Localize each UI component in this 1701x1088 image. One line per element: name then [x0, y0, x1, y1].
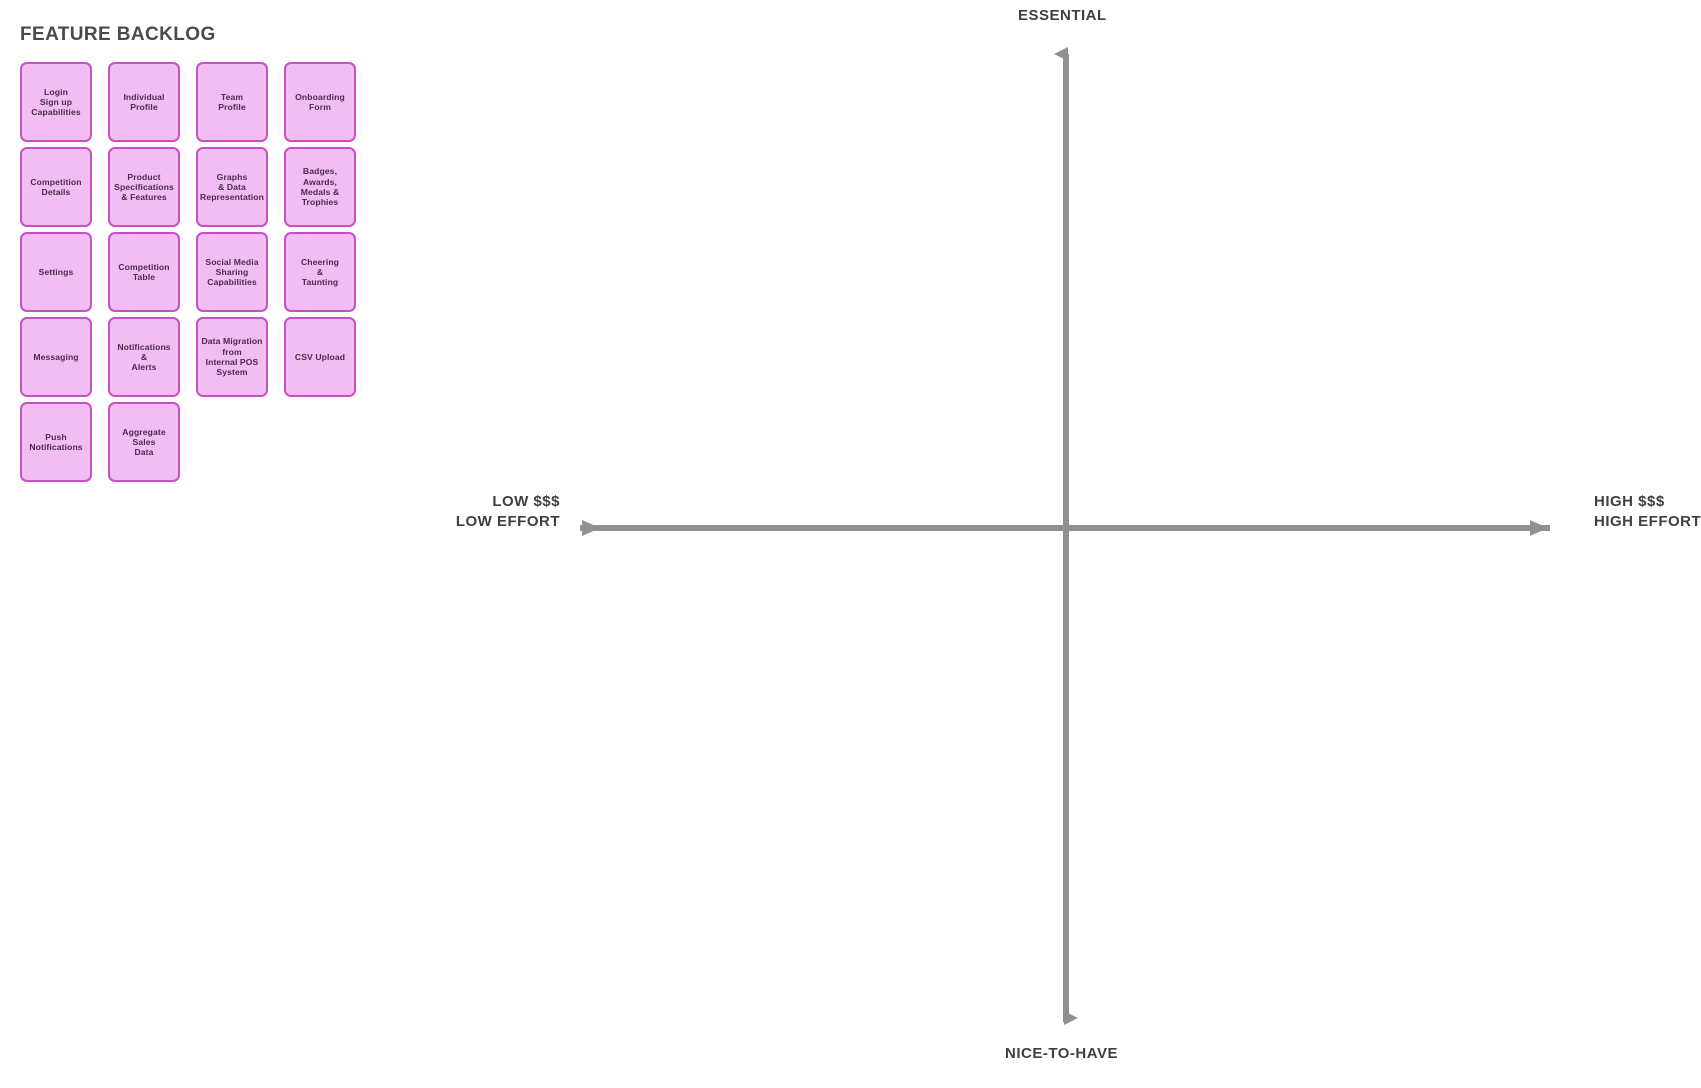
backlog-card[interactable]: Badges, Awards, Medals & Trophies: [284, 147, 356, 227]
backlog-card[interactable]: Social Media Sharing Capabilities: [196, 232, 268, 312]
feature-backlog-panel: FEATURE BACKLOG Login Sign up Capabiliti…: [0, 0, 420, 540]
axis-label-nice-to-have: NICE-TO-HAVE: [1005, 1045, 1118, 1062]
axis-label-high-cost-high-effort: HIGH $$$ HIGH EFFORT: [1594, 493, 1701, 531]
backlog-card[interactable]: Product Specifications & Features: [108, 147, 180, 227]
backlog-card[interactable]: Login Sign up Capabilities: [20, 62, 92, 142]
axis-label-low-cost-low-effort: LOW $$$ LOW EFFORT: [455, 493, 560, 531]
backlog-card[interactable]: Aggregate Sales Data: [108, 402, 180, 482]
backlog-card[interactable]: Messaging: [20, 317, 92, 397]
backlog-card[interactable]: Team Profile: [196, 62, 268, 142]
backlog-card[interactable]: Settings: [20, 232, 92, 312]
backlog-card[interactable]: Competition Table: [108, 232, 180, 312]
backlog-card[interactable]: Cheering & Taunting: [284, 232, 356, 312]
backlog-card[interactable]: Graphs & Data Representation: [196, 147, 268, 227]
backlog-card[interactable]: Notifications & Alerts: [108, 317, 180, 397]
backlog-title: FEATURE BACKLOG: [20, 24, 216, 45]
backlog-card[interactable]: Data Migration from Internal POS System: [196, 317, 268, 397]
backlog-card[interactable]: CSV Upload: [284, 317, 356, 397]
backlog-card[interactable]: Push Notifications: [20, 402, 92, 482]
axis-label-essential: ESSENTIAL: [1018, 7, 1107, 24]
backlog-card[interactable]: Competition Details: [20, 147, 92, 227]
backlog-card[interactable]: Individual Profile: [108, 62, 180, 142]
backlog-card[interactable]: Onboarding Form: [284, 62, 356, 142]
